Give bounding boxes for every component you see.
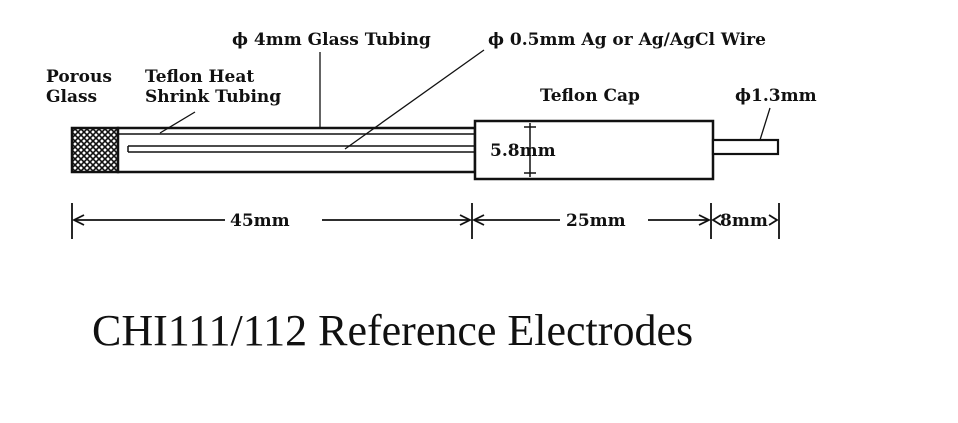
dimension-line <box>71 203 780 239</box>
leader-diameter-13 <box>759 107 771 141</box>
leader-wire <box>344 49 485 150</box>
leader-teflon-heat <box>159 111 196 134</box>
label-cap-diameter: 5.8mm <box>490 141 556 161</box>
porous-glass-tip <box>70 126 120 174</box>
glass-tubing-body <box>116 126 477 174</box>
label-teflon-cap: Teflon Cap <box>540 86 640 106</box>
diagram-title: CHI111/112 Reference Electrodes <box>92 306 693 355</box>
label-glass-tubing: ϕ 4mm Glass Tubing <box>232 30 431 50</box>
dim-25mm: 25mm <box>566 211 626 231</box>
teflon-cap <box>473 119 715 181</box>
protruding-wire <box>711 138 780 156</box>
label-diameter-13: ϕ1.3mm <box>735 86 817 106</box>
label-glass: Glass <box>46 87 97 107</box>
dim-45mm: 45mm <box>230 211 290 231</box>
label-shrink-tubing: Shrink Tubing <box>145 87 281 107</box>
label-wire: ϕ 0.5mm Ag or Ag/AgCl Wire <box>488 30 766 50</box>
label-porous: Porous <box>46 67 112 87</box>
dim-8mm: 8mm <box>720 211 768 231</box>
label-teflon-heat: Teflon Heat <box>145 67 254 87</box>
